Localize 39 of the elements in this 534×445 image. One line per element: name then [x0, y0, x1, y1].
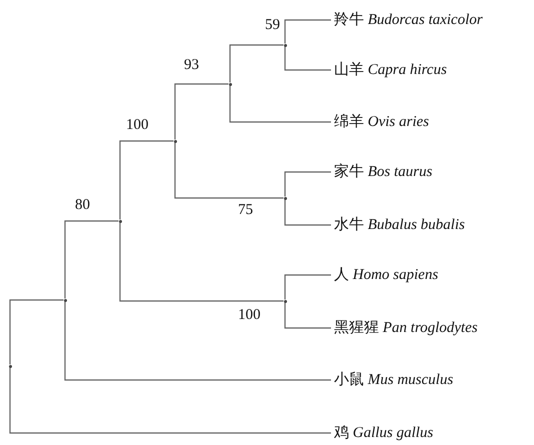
- tree-branch: [119, 222, 284, 302]
- tree-branch: [284, 274, 331, 300]
- bootstrap-value: 100: [238, 306, 260, 324]
- branch-node: [174, 140, 176, 142]
- taxon-label: 鸡 Gallus gallus: [334, 424, 434, 442]
- tree-branch: [64, 220, 118, 298]
- bootstrap-value: 59: [265, 16, 280, 34]
- tree-branch: [174, 83, 228, 140]
- tree-branch: [284, 171, 331, 196]
- taxon-label: 人 Homo sapiens: [334, 266, 438, 284]
- taxon-label: 家牛 Bos taurus: [334, 163, 432, 181]
- tree-branch: [229, 86, 331, 123]
- tree-branch: [284, 200, 331, 226]
- taxon-label: 小鼠 Mus musculus: [334, 371, 454, 389]
- tree-branch: [284, 19, 331, 44]
- tree-branch: [229, 44, 284, 82]
- branch-node: [118, 220, 122, 222]
- taxon-label: 羚牛 Budorcas taxicolor: [334, 11, 483, 29]
- taxon-label: 黑猩猩 Pan troglodytes: [334, 319, 478, 337]
- tree-branch: [284, 46, 331, 71]
- tree-branch: [9, 299, 64, 364]
- taxon-label: 水牛 Bubalus bubalis: [334, 216, 465, 234]
- tree-branch: [64, 302, 331, 381]
- branch-node: [284, 300, 286, 302]
- tree-branch: [284, 302, 331, 329]
- branch-node: [8, 364, 12, 368]
- bootstrap-value: 80: [75, 196, 90, 214]
- bootstrap-value: 93: [184, 56, 199, 74]
- bootstrap-value: 75: [238, 201, 253, 219]
- bootstrap-value: 100: [126, 116, 148, 134]
- taxon-label: 绵羊 Ovis aries: [334, 113, 429, 131]
- tree-branch: [9, 368, 331, 434]
- tree-branch: [119, 140, 174, 220]
- taxon-label: 山羊 Capra hircus: [334, 61, 447, 79]
- branch-node: [64, 298, 66, 302]
- branch-node: [284, 44, 286, 46]
- tree-branch: [174, 142, 284, 199]
- branch-node: [228, 82, 232, 86]
- branch-node: [284, 196, 286, 200]
